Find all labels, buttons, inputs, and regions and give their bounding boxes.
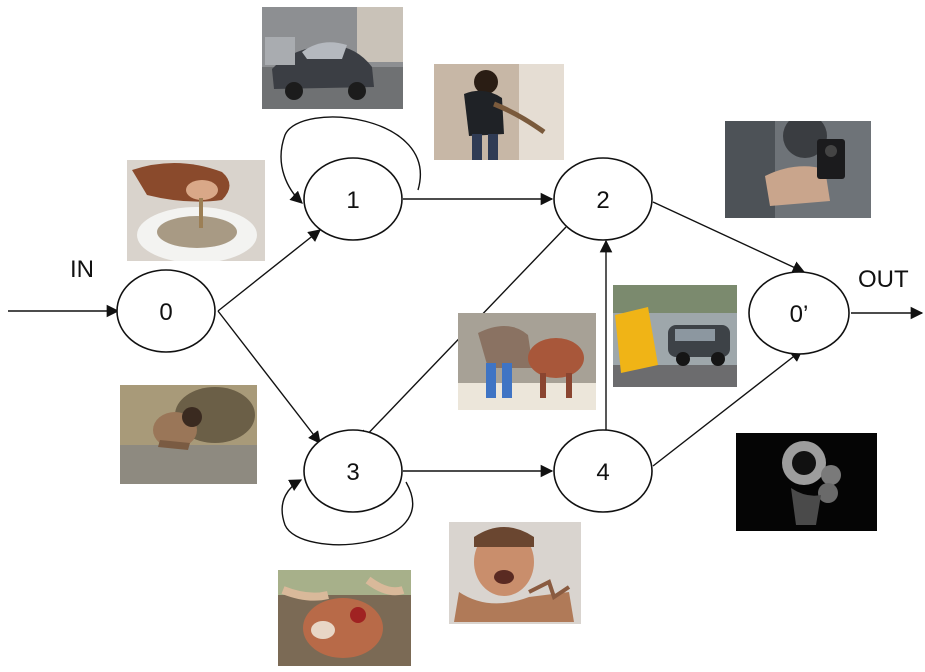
photo-wrecked-car (262, 7, 403, 109)
node-4: 4 (553, 429, 653, 513)
node-0: 0 (116, 269, 216, 353)
photo-person-leaning-on-wall (434, 64, 564, 160)
node-3-label: 3 (346, 459, 359, 486)
photo-crying-child (449, 522, 581, 624)
edge-0-to-3 (217, 310, 321, 444)
photo-person-vomiting-in-toilet (127, 160, 265, 261)
node-0-prime: 0’ (748, 271, 850, 355)
node-1: 1 (303, 157, 403, 241)
in-label: IN (70, 256, 94, 283)
photo-handgun-pointed (725, 121, 871, 218)
self-loop-1 (280, 116, 421, 204)
photo-overturned-school-bus (613, 285, 737, 387)
node-2-label: 2 (596, 187, 609, 214)
node-1-label: 1 (346, 187, 359, 214)
photo-revolver-barrel (736, 433, 877, 531)
photo-person-with-calf (458, 313, 596, 410)
node-4-label: 4 (596, 459, 609, 486)
edge-0-to-1 (217, 229, 321, 312)
node-3: 3 (303, 429, 403, 513)
node-0-prime-label: 0’ (790, 301, 809, 328)
self-loop-3 (281, 479, 414, 546)
photo-injured-calf (278, 570, 411, 666)
photo-crouching-child (120, 385, 257, 484)
node-0-label: 0 (159, 299, 172, 326)
edge-4-to-0prime (652, 349, 803, 467)
out-label: OUT (858, 266, 909, 293)
node-2: 2 (553, 157, 653, 241)
edge-2-to-0prime (652, 201, 806, 273)
